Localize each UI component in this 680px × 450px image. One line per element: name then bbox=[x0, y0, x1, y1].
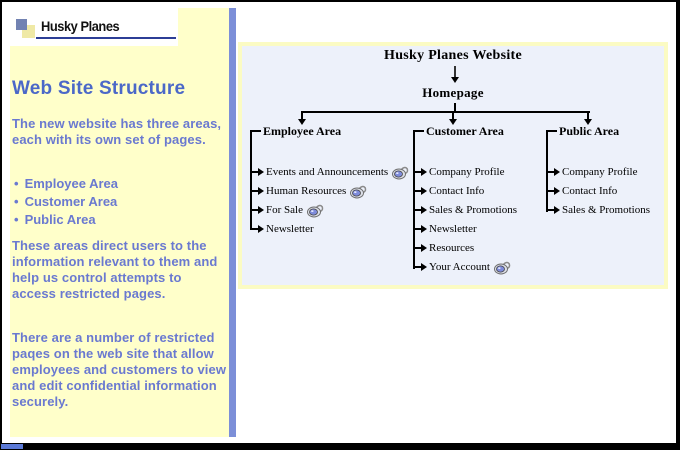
tree-item-label: Contact Info bbox=[429, 185, 485, 197]
tree-item: Resources bbox=[413, 240, 474, 256]
tree-item-label: Your Account bbox=[429, 261, 490, 273]
tree-item-label: Resources bbox=[429, 242, 475, 254]
area-header-public: Public Area bbox=[559, 124, 620, 138]
connector-line bbox=[546, 130, 557, 132]
arrow-right-icon bbox=[421, 244, 427, 252]
tree-item: Human Resources bbox=[250, 183, 367, 199]
sidebar-divider-bar bbox=[229, 8, 236, 437]
bullet-item: • Customer Area bbox=[12, 193, 228, 211]
lock-icon bbox=[493, 261, 511, 275]
connector-line bbox=[587, 113, 589, 119]
tree-item-label: Newsletter bbox=[266, 223, 314, 235]
connector-line bbox=[413, 247, 421, 249]
connector-line bbox=[413, 228, 421, 230]
area-header-employee: Employee Area bbox=[263, 124, 342, 138]
connector-line bbox=[546, 209, 554, 211]
connector-line bbox=[250, 171, 258, 173]
tree-item: Newsletter bbox=[413, 221, 477, 237]
bullet-item: • Public Area bbox=[12, 211, 228, 229]
lock-icon bbox=[391, 166, 409, 180]
bullet-dot: • bbox=[14, 176, 19, 191]
tree-item: Company Profile bbox=[546, 164, 637, 180]
site-structure-diagram: Husky Planes Website Homepage Employee A… bbox=[238, 42, 668, 289]
tree-item: Sales & Promotions bbox=[413, 202, 517, 218]
logo-underline bbox=[36, 37, 176, 39]
connector-line bbox=[413, 130, 415, 269]
tree-item: Company Profile bbox=[413, 164, 504, 180]
connector-line bbox=[413, 130, 424, 132]
tree-item: Contact Info bbox=[413, 183, 484, 199]
lock-icon bbox=[350, 185, 367, 199]
tree-item: For Sale bbox=[250, 202, 324, 218]
arrow-right-icon bbox=[258, 187, 264, 195]
lock-icon bbox=[306, 204, 324, 218]
logo: Husky Planes bbox=[10, 8, 178, 46]
connector-line bbox=[250, 190, 258, 192]
bullet-item: • Employee Area bbox=[12, 175, 228, 193]
arrow-right-icon bbox=[421, 225, 427, 233]
sidebar-intro-paragraph: The new website has three areas, each wi… bbox=[12, 116, 222, 147]
arrow-right-icon bbox=[421, 187, 427, 195]
diagram-homepage-node: Homepage bbox=[422, 85, 484, 100]
arrow-down-icon bbox=[449, 119, 457, 125]
bullet-dot: • bbox=[14, 212, 19, 227]
arrow-right-icon bbox=[421, 263, 427, 271]
arrow-down-icon bbox=[298, 119, 306, 125]
connector-line bbox=[413, 171, 421, 173]
area-header-customer: Customer Area bbox=[426, 124, 504, 138]
tree-item-label: Sales & Promotions bbox=[562, 204, 651, 216]
arrow-right-icon bbox=[421, 168, 427, 176]
connector-line bbox=[250, 130, 252, 230]
tree-item-label: Contact Info bbox=[562, 185, 618, 197]
logo-blue-square-icon bbox=[16, 19, 27, 30]
connector-line bbox=[546, 190, 554, 192]
arrow-down-icon bbox=[451, 77, 459, 83]
connector-line bbox=[452, 113, 454, 119]
tree-item-label: Events and Announcements bbox=[266, 166, 389, 178]
arrow-right-icon bbox=[258, 206, 264, 214]
sidebar-paragraph-3: There are a number of restricted paqes o… bbox=[12, 330, 227, 409]
bullet-label: Public Area bbox=[24, 212, 96, 227]
tree-item-label: For Sale bbox=[266, 204, 303, 216]
tree-item: Your Account bbox=[413, 259, 511, 275]
connector-line bbox=[250, 209, 258, 211]
arrow-right-icon bbox=[554, 168, 560, 176]
tree-item-label: Human Resources bbox=[266, 185, 347, 197]
tree-item: Sales & Promotions bbox=[546, 202, 650, 218]
connector-line bbox=[301, 111, 590, 113]
connector-line bbox=[454, 103, 456, 112]
arrow-right-icon bbox=[554, 206, 560, 214]
sidebar: Husky Planes Web Site Structure The new … bbox=[10, 8, 229, 437]
connector-line bbox=[454, 66, 456, 77]
bullet-label: Customer Area bbox=[24, 194, 118, 209]
connector-line bbox=[413, 190, 421, 192]
sidebar-bullet-list: • Employee Area • Customer Area • Public… bbox=[12, 175, 228, 229]
logo-title: Husky Planes bbox=[41, 18, 120, 34]
arrow-down-icon bbox=[584, 119, 592, 125]
sidebar-paragraph-2: These areas direct users to the informat… bbox=[12, 238, 218, 301]
tree-item-label: Newsletter bbox=[429, 223, 477, 235]
connector-line bbox=[250, 130, 261, 132]
diagram-title: Husky Planes Website bbox=[384, 48, 522, 63]
connector-line bbox=[546, 171, 554, 173]
connector-line bbox=[301, 113, 303, 119]
connector-line bbox=[413, 266, 421, 268]
arrow-right-icon bbox=[258, 225, 264, 233]
tree-item-label: Company Profile bbox=[429, 166, 505, 178]
tree-item: Newsletter bbox=[250, 221, 314, 237]
tree-item: Contact Info bbox=[546, 183, 617, 199]
connector-line bbox=[413, 209, 421, 211]
tree-item-label: Company Profile bbox=[562, 166, 638, 178]
bottom-left-blue-stub bbox=[1, 444, 23, 449]
tree-item: Events and Announcements bbox=[250, 164, 409, 180]
tree-item-label: Sales & Promotions bbox=[429, 204, 518, 216]
arrow-right-icon bbox=[421, 206, 427, 214]
bullet-dot: • bbox=[14, 194, 19, 209]
arrow-right-icon bbox=[258, 168, 264, 176]
arrow-right-icon bbox=[554, 187, 560, 195]
connector-line bbox=[250, 228, 258, 230]
page-title: Web Site Structure bbox=[12, 78, 186, 99]
bullet-label: Employee Area bbox=[24, 176, 119, 191]
